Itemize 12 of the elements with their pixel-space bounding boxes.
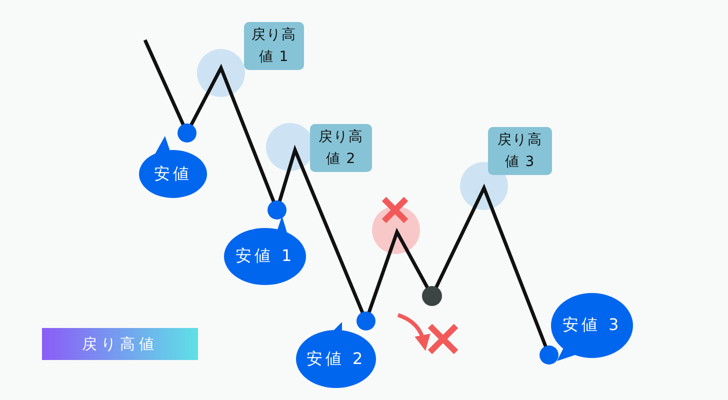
label-text: 戻り高値 3 [496, 131, 544, 172]
label-text: 安値 3 [562, 315, 622, 336]
label-text: 戻り高値 1 [250, 26, 298, 67]
label-text: 安値 [154, 164, 192, 184]
price-tag [310, 124, 372, 172]
label-text: 安値 2 [306, 348, 366, 370]
price-tag [244, 22, 304, 70]
price-tag [488, 127, 552, 175]
label-text: 戻り高値 2 [318, 128, 364, 169]
label-text: 安値 1 [235, 246, 295, 267]
gradient-banner [42, 328, 198, 360]
label-text: 戻り高値 [82, 334, 158, 354]
